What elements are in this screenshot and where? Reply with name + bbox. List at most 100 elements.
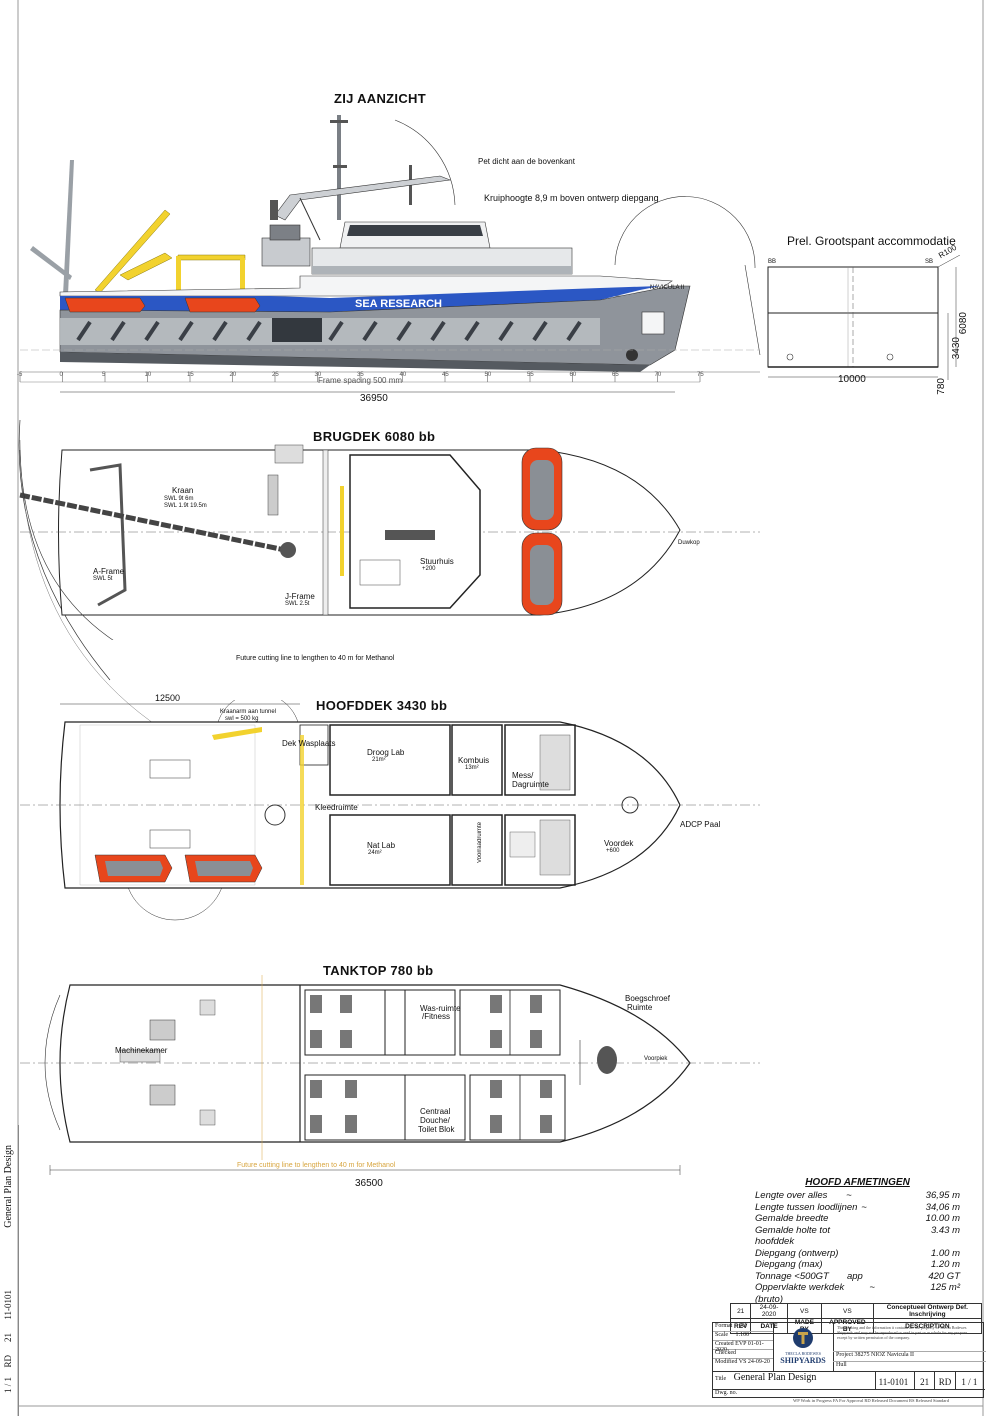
frame-tick-label: 0 xyxy=(59,372,63,378)
voorraad-label: Voorraadruimte xyxy=(477,822,483,864)
dimension-label: Gemalde holte tot hoofddek xyxy=(755,1224,830,1248)
dimension-label: Lengte over alles xyxy=(755,1190,828,1201)
yellow-crane-aft xyxy=(94,209,171,294)
title-block: Format A1 Scale 1:100 Created EVP 01-01-… xyxy=(712,1322,986,1398)
side-view-drawing xyxy=(19,115,761,393)
jframe-swl: SWL 2.5t xyxy=(285,601,310,607)
sidebar-status: RD xyxy=(3,1355,13,1368)
dekwasplaats-label: Dek Wasplaats xyxy=(282,739,336,748)
frame-tick-label: 60 xyxy=(569,372,577,378)
tanktop-cutline: Future cutting line to lengthen to 40 m … xyxy=(237,1162,396,1169)
dimension-sym xyxy=(868,1225,907,1248)
frame-tick-label: 10 xyxy=(144,372,152,378)
dimension-row: Diepgang (ontwerp)1.00 m xyxy=(755,1248,960,1260)
dimension-value: 420 GT xyxy=(928,1270,960,1282)
scale-value: 1:100 xyxy=(735,1332,750,1338)
boegschroef-label-1: Boegschroef xyxy=(625,994,670,1003)
boegschroef-label-2: Ruimte xyxy=(627,1003,653,1012)
drooglab-label: Droog Lab xyxy=(367,748,405,757)
side-note-pet: Pet dicht aan de bovenkant xyxy=(478,157,575,166)
dimension-label: Diepgang (max) xyxy=(755,1259,823,1270)
modified-date: 24-09-20 xyxy=(747,1359,770,1365)
status-legend: WP Work in Progress FA For Approval RD R… xyxy=(793,1398,950,1403)
section-height-mid: 3430 xyxy=(951,337,962,360)
crane-note-2: swl = 500 kg xyxy=(225,716,259,722)
frame-tick-label: 75 xyxy=(697,372,704,378)
voordek-label: Voordek xyxy=(604,839,634,848)
section-bb-label: BB xyxy=(768,259,777,265)
section-title: Prel. Grootspant accommodatie xyxy=(787,234,956,248)
dimension-sym: ~ xyxy=(869,1282,875,1293)
section-height-bottom: 780 xyxy=(936,378,947,395)
main-dimensions-table: HOOFD AFMETINGEN Lengte over alles~36,95… xyxy=(755,1177,960,1305)
kraan-swl1: SWL 9t 6m xyxy=(164,496,194,502)
frame-tick-label: 30 xyxy=(314,372,322,378)
frame-tick-label: 40 xyxy=(399,372,407,378)
duwkop-label: Duwkop xyxy=(678,540,700,546)
mess-label-1: Mess/ xyxy=(512,771,534,780)
left-title-strip: General Plan Design 11-0101 21 RD 1 / 1 xyxy=(0,1125,19,1416)
side-view-title: ZIJ AANZICHT xyxy=(334,91,426,106)
centraal-label-3: Toilet Blok xyxy=(418,1125,455,1134)
tanktop-title: TANKTOP 780 bb xyxy=(323,963,434,978)
dimension-value: 1.20 m xyxy=(930,1259,960,1270)
dimension-label: Gemalde breedte xyxy=(755,1213,829,1224)
frame-tick-label: 20 xyxy=(229,372,237,378)
section-width-dim: 10000 xyxy=(838,374,866,385)
dimension-value: 36,95 m xyxy=(925,1190,960,1201)
rev-description: Conceptueel Ontwerp Def. Inschrijving xyxy=(872,1303,983,1319)
frame-tick-label: 5 xyxy=(102,372,106,378)
section-height-top: 6080 xyxy=(958,312,969,335)
sidebar-sheet: 1 / 1 xyxy=(3,1377,13,1394)
checked-label: Checked xyxy=(715,1350,736,1356)
tanktop-length-dim: 36500 xyxy=(355,1178,383,1189)
frame-tick-label: -5 xyxy=(17,372,23,378)
side-length-dim: 36950 xyxy=(360,393,388,404)
kombuis-label: Kombuis xyxy=(458,756,490,765)
aframe-label: A-Frame xyxy=(93,567,125,576)
voordek-area: +600 xyxy=(606,848,620,854)
frame-tick-label: 15 xyxy=(187,372,194,378)
frame-tick-label: 55 xyxy=(527,372,534,378)
kraan-swl2: SWL 1.9t 19.5m xyxy=(164,503,207,509)
dimension-label: Diepgang (ontwerp) xyxy=(755,1247,839,1259)
crane-note-1: Kraanarm aan tunnel xyxy=(220,709,277,715)
frame-spacing-caption: Frame spacing 500 mm xyxy=(318,376,403,385)
scale-label: Scale xyxy=(715,1332,728,1338)
rev-approved-by: VS xyxy=(821,1303,874,1319)
tanktop-plan xyxy=(20,975,760,1175)
dimension-sym: app xyxy=(846,1270,863,1282)
dimension-sym xyxy=(852,1248,892,1260)
frame-tick-label: 70 xyxy=(654,372,662,378)
rib-boat-fwd xyxy=(184,297,261,313)
brugdek-title: BRUGDEK 6080 bb xyxy=(313,429,436,444)
stuurhuis-label: Stuurhuis xyxy=(420,557,454,566)
modified-label: Modified xyxy=(715,1359,738,1365)
rev-value: 21 xyxy=(729,1303,752,1319)
hull-label: SEA RESEARCH xyxy=(355,298,442,310)
project-label: Project xyxy=(836,1352,853,1358)
dimension-sym xyxy=(844,1259,884,1271)
dimension-sym xyxy=(847,1213,887,1225)
frame-tick-label: 25 xyxy=(272,372,279,378)
wasruimte-label-1: Was-ruimte xyxy=(420,1004,461,1013)
wasruimte-label-2: /Fitness xyxy=(422,1012,451,1021)
title-value: General Plan Design xyxy=(733,1372,817,1383)
dimension-value: 125 m² xyxy=(930,1282,960,1293)
aframe-swl: SWL 5t xyxy=(93,576,113,582)
frame-tick-label: 35 xyxy=(357,372,364,378)
natlab-label: Nat Lab xyxy=(367,841,396,850)
kombuis-area: 13m² xyxy=(465,765,479,771)
sidebar-drawing-no: 11-0101 xyxy=(3,1290,13,1320)
tanktop-outline xyxy=(59,984,691,1143)
dimension-sym: ~ xyxy=(846,1190,852,1201)
dimension-row: Gemalde breedte 10.00 m xyxy=(755,1213,960,1225)
kraan-label: Kraan xyxy=(172,486,194,495)
dimension-value: 10.00 m xyxy=(925,1213,960,1224)
company-name: SHIPYARDS xyxy=(780,1356,826,1365)
created-date: 01-01-2020 xyxy=(715,1341,764,1353)
rev-date: 24-09-2020 xyxy=(750,1303,788,1319)
